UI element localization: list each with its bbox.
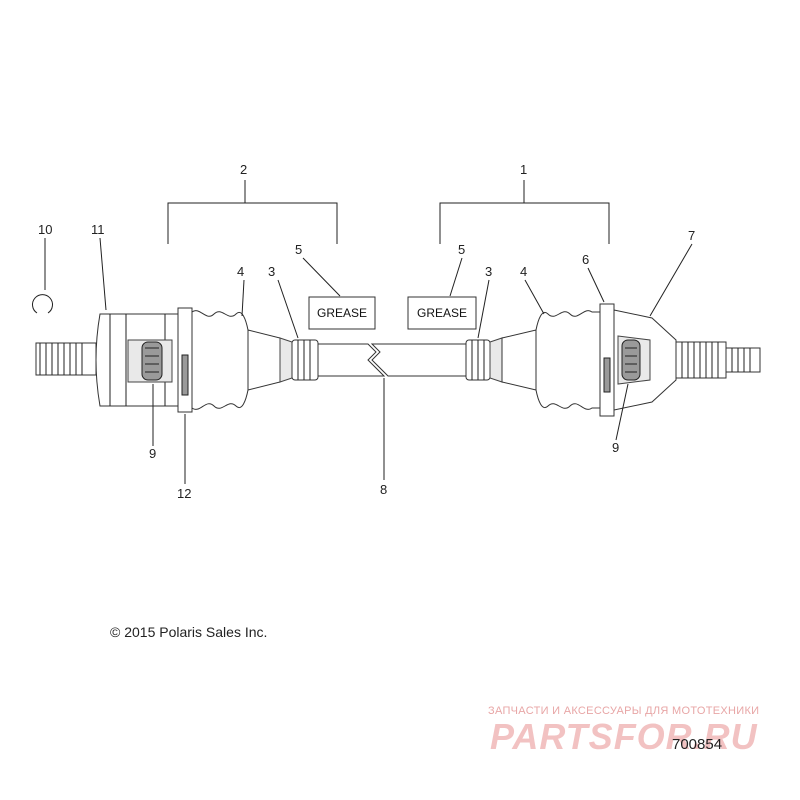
retaining-ring	[32, 294, 53, 314]
bracket-assembly-2	[167, 180, 338, 244]
callout-5-right: 5	[458, 242, 465, 257]
watermark-logo: PARTSFOR.RU	[490, 716, 758, 757]
grease-box-right: GREASE	[407, 296, 477, 330]
watermark-tagline: ЗАПЧАСТИ И АКСЕССУАРЫ ДЛЯ МОТОТЕХНИКИ	[488, 705, 760, 717]
grease-label-left: GREASE	[317, 306, 367, 320]
left-spline-shaft	[35, 342, 97, 376]
callout-3-right: 3	[485, 264, 492, 279]
right-cv-boot	[489, 310, 601, 410]
outer-cv-housing	[613, 309, 677, 411]
callout-7: 7	[688, 228, 695, 243]
figure-number: 700854	[672, 736, 723, 753]
left-cv-boot	[191, 310, 293, 410]
callout-2: 2	[240, 162, 247, 177]
callout-3-left: 3	[268, 264, 275, 279]
bracket-assembly-1	[439, 180, 610, 244]
left-boot-clamp	[177, 307, 193, 413]
grease-label-right: GREASE	[417, 306, 467, 320]
callout-5-left: 5	[295, 242, 302, 257]
center-shaft	[317, 343, 469, 377]
right-small-clamp	[465, 339, 491, 381]
leader-lines	[44, 237, 693, 484]
callout-9-left: 9	[149, 446, 156, 461]
callout-9-right: 9	[612, 440, 619, 455]
callout-12: 12	[177, 486, 191, 501]
callout-8: 8	[380, 482, 387, 497]
callout-6: 6	[582, 252, 589, 267]
grease-box-left: GREASE	[308, 296, 376, 330]
callout-4-left: 4	[237, 264, 244, 279]
inner-cv-housing	[95, 313, 179, 407]
copyright-text: © 2015 Polaris Sales Inc.	[110, 624, 268, 640]
right-boot-clamp	[599, 303, 615, 417]
callout-1: 1	[520, 162, 527, 177]
right-spline-shaft	[675, 341, 761, 379]
left-small-clamp	[291, 339, 319, 381]
callout-10: 10	[38, 222, 52, 237]
callout-11: 11	[91, 222, 105, 237]
callout-4-right: 4	[520, 264, 527, 279]
